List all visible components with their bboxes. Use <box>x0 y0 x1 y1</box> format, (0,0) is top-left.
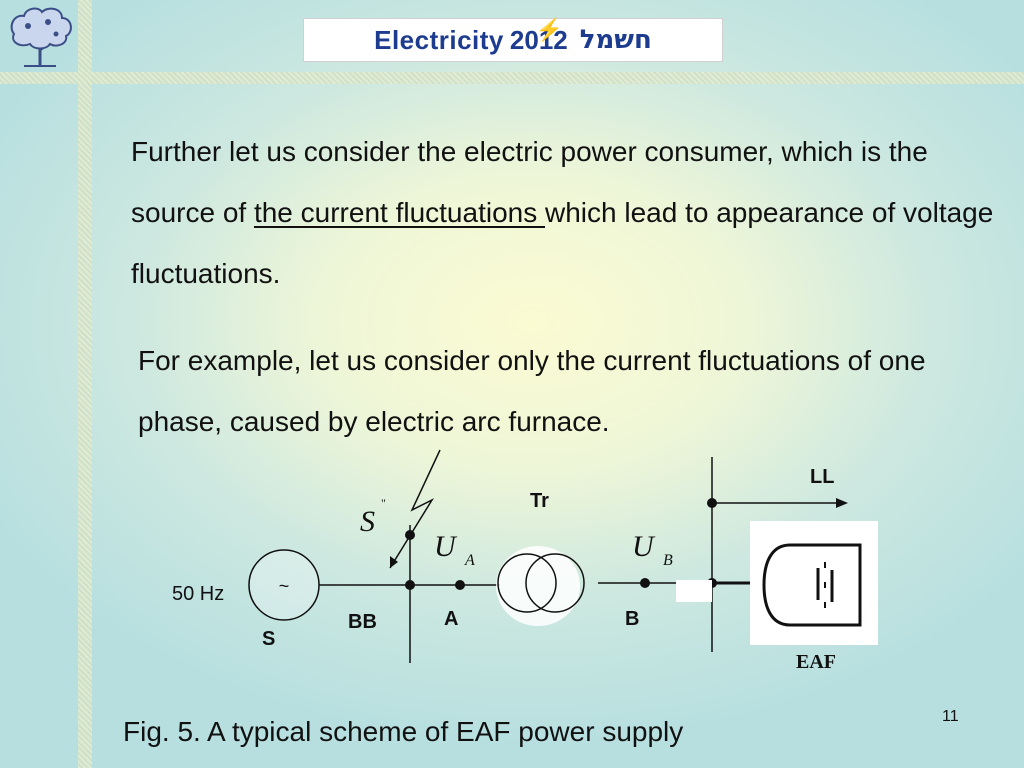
node-a <box>455 580 465 590</box>
eaf-label: EAF <box>796 651 836 673</box>
banner-year: 2012 ⚡ <box>509 17 568 56</box>
voltage-a-subscript: A <box>464 552 475 569</box>
source-label: S <box>262 628 275 650</box>
eaf-connection-highlight <box>676 580 712 602</box>
bus-bar-label: BB <box>348 611 377 633</box>
page-number: 11 <box>942 708 959 725</box>
decorative-horizontal-stripe <box>0 72 1024 84</box>
node-a-label: A <box>444 608 458 630</box>
figure-caption: Fig. 5. A typical scheme of EAF power su… <box>123 716 684 747</box>
electricity-2012-banner: Electricity 2012 ⚡ חשמל <box>303 17 723 62</box>
paragraph-intro-start: Further let us consider the electric pow… <box>131 136 928 228</box>
lightning-bolt-icon: ⚡ <box>535 16 564 42</box>
load-arrow-icon <box>836 498 848 508</box>
power-symbol-sup: " <box>381 496 386 510</box>
banner-title-en: Electricity <box>374 24 504 55</box>
voltage-b-subscript: B <box>663 552 673 569</box>
transformer-label: Tr <box>530 490 549 512</box>
node-b <box>640 578 650 588</box>
paragraph-example: For example, let us consider only the cu… <box>138 345 926 437</box>
voltage-a-symbol: U <box>434 530 458 563</box>
fluctuation-lightning-line <box>389 449 441 569</box>
transformer-symbol <box>496 546 585 626</box>
node-bb <box>405 580 415 590</box>
load-label: LL <box>810 466 834 488</box>
source-symbol-label: ~ <box>279 576 290 596</box>
voltage-b-symbol: U <box>632 530 656 563</box>
paragraph-intro: Further let us consider the electric pow… <box>131 121 1016 304</box>
node-load <box>707 498 717 508</box>
node-b-label: B <box>625 608 639 630</box>
banner-title-he: חשמל <box>579 25 652 55</box>
power-symbol: S <box>360 505 375 538</box>
lightning-arrow-icon <box>390 556 398 568</box>
banner-year-text: 2012 <box>509 24 568 55</box>
eaf-furnace-symbol <box>750 521 878 645</box>
frequency-label: 50 Hz <box>172 583 224 605</box>
decorative-vertical-stripe <box>78 0 92 768</box>
underlined-phrase: the current fluctuations <box>253 197 545 228</box>
paragraph-intro-end: which lead to appearance of voltage fluc… <box>131 197 994 289</box>
tree-logo-icon <box>4 4 76 70</box>
